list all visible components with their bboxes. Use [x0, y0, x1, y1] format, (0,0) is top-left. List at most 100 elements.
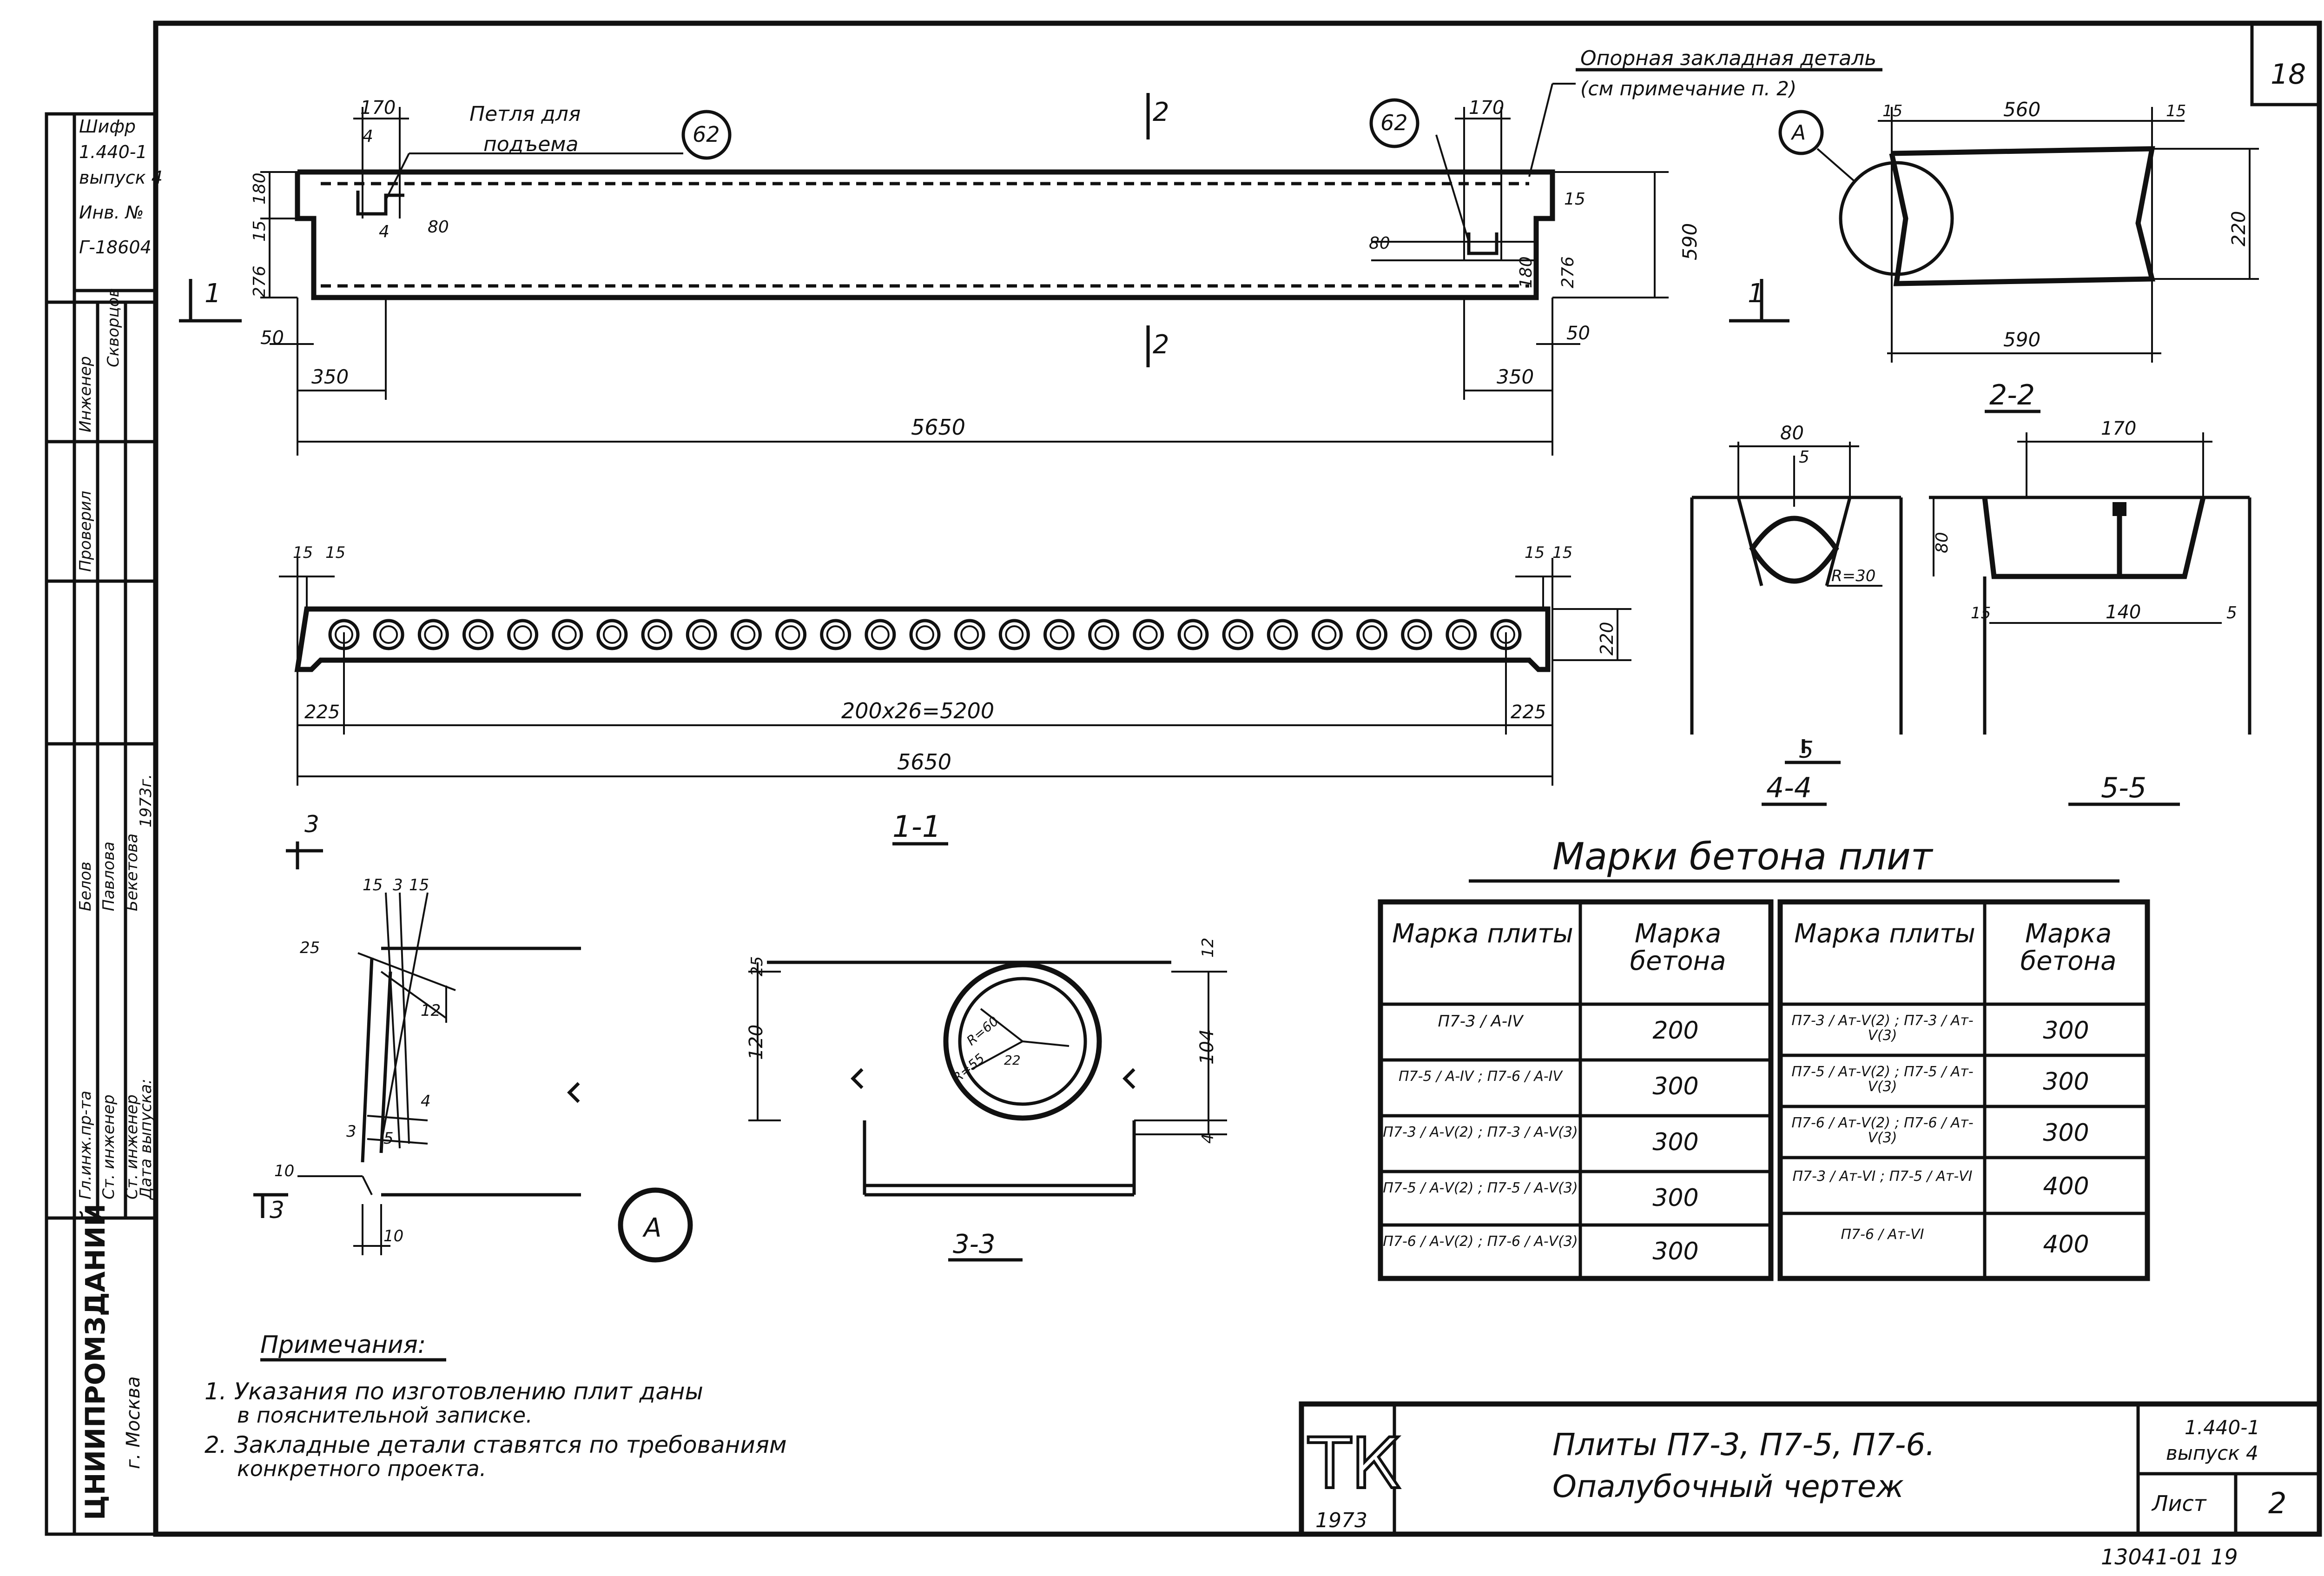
detail-dim-3: 3: [393, 876, 403, 894]
left-slab-1: П7-5 / А-IV ; П7-6 / А-IV: [1398, 1068, 1563, 1085]
dim-15-a: 15: [293, 543, 313, 562]
section-3-3: 25 12 120 104 4 R=60 R=55 22 3-3: [746, 938, 1227, 1262]
void-hole: [1222, 619, 1254, 650]
dim-80-left: 80: [428, 218, 449, 237]
dim-350-left: 350: [311, 365, 349, 388]
void-hole-inner: [1005, 625, 1024, 644]
void-hole: [998, 619, 1030, 650]
void-hole: [1356, 619, 1388, 650]
void-hole: [1267, 619, 1298, 650]
void-hole: [417, 619, 449, 650]
title-series: 1.440-1: [2185, 1416, 2260, 1439]
dim-5-4-4: 5: [1799, 448, 1809, 467]
void-hole: [1177, 619, 1209, 650]
dim-180-left: 180: [250, 172, 269, 205]
right-slab-2: П7-6 / Ат-V(2) ; П7-6 / Ат-V(3): [1791, 1115, 1974, 1146]
void-hole-inner: [1228, 625, 1248, 644]
section-mark-1-right: 1: [1748, 278, 1764, 309]
table-title: Марки бетона плит: [1552, 835, 1934, 878]
void-hole-inner: [692, 625, 711, 644]
void-hole-inner: [1139, 625, 1158, 644]
left-slab-4: П7-6 / А-V(2) ; П7-6 / А-V(3): [1383, 1233, 1578, 1250]
void-hole: [775, 619, 807, 650]
sidebar-inventory-no: Г-18604: [79, 237, 152, 258]
sheet-no: 2: [2268, 1486, 2286, 1520]
detail-a: 15 3 15 25 12 4 3 5 10 10 А 3 3: [253, 811, 693, 1263]
void-hole: [596, 619, 628, 650]
detail-callout-a: А: [642, 1213, 661, 1243]
loop-bubble-right: 62: [1380, 110, 1408, 135]
dim-15-c: 15: [1525, 543, 1545, 562]
void-hole-inner: [1050, 625, 1069, 644]
dim-220-1-1: 220: [1597, 622, 1617, 656]
dim-15-right: 15: [1564, 190, 1585, 209]
void-hole: [373, 619, 404, 650]
slab-elevation: 62 62 Петля для подъема Опорная закладна…: [179, 46, 1882, 456]
dim-hole-spacing: 200x26=5200: [841, 698, 994, 723]
void-hole: [1446, 619, 1477, 650]
note-1a: 1. Указания по изготовлению плит даны: [205, 1378, 703, 1405]
stamp-year: 1973: [1315, 1509, 1367, 1532]
left-slab-2: П7-3 / А-V(2) ; П7-3 / А-V(3): [1383, 1124, 1578, 1140]
void-hole-inner: [424, 625, 443, 644]
sidebar-name-1: Павлова: [99, 841, 118, 911]
sheet-label: Лист: [2151, 1491, 2207, 1516]
dim-5650-1-1: 5650: [897, 749, 951, 775]
void-hole-inner: [1318, 625, 1337, 644]
right-slab-3: П7-3 / Ат-VI ; П7-5 / Ат-VI: [1792, 1168, 1973, 1185]
dim-120-3-3: 120: [746, 1025, 767, 1060]
void-hole: [507, 619, 539, 650]
dim-5-5-5: 5: [2226, 603, 2237, 622]
note-2a: 2. Закладные детали ставятся по требован…: [205, 1431, 787, 1458]
dim-590-2-2: 590: [2003, 328, 2040, 351]
dim-180-right: 180: [1517, 256, 1536, 288]
note-1b: в пояснительной записке.: [237, 1403, 533, 1428]
sidebar-city: г. Москва: [123, 1376, 144, 1469]
dim-225-left: 225: [304, 702, 340, 723]
dim-350-right: 350: [1497, 365, 1534, 388]
right-grade-4: 400: [2043, 1231, 2089, 1258]
void-hole: [1088, 619, 1120, 650]
sidebar-role-1: Ст. инженер: [99, 1094, 118, 1199]
section-title-1-1: 1-1: [892, 810, 941, 844]
void-hole: [328, 619, 360, 650]
void-hole: [865, 619, 896, 650]
callout-a-2-2: А: [1790, 121, 1806, 145]
dim-80-5-5: 80: [1933, 532, 1952, 553]
dim-225-right: 225: [1511, 702, 1546, 723]
dim-15-2-2-left: 15: [1882, 102, 1902, 120]
right-grade-3: 400: [2043, 1172, 2089, 1200]
archive-no: 13041-01 19: [2101, 1544, 2238, 1569]
detail-dim-15-b: 15: [409, 876, 429, 894]
void-hole: [1311, 619, 1343, 650]
void-hole-inner: [1362, 625, 1381, 644]
support-label-2: (см примечание п. 2): [1580, 77, 1796, 100]
loop-label-1: Петля для: [469, 102, 581, 126]
void-hole-inner: [826, 625, 845, 644]
section-5-5: 170 80 15 140 5 5-5: [1929, 418, 2251, 806]
dim-80-right: 80: [1369, 234, 1390, 253]
table-header-slab-left: Марка плиты: [1392, 919, 1573, 949]
void-hole-inner: [513, 625, 532, 644]
void-hole-inner: [469, 625, 488, 644]
table-header-slab-right: Марка плиты: [1794, 919, 1975, 949]
detail-dim-10b: 10: [383, 1227, 403, 1245]
title-line-1: Плиты П7-3, П7-5, П7-6.: [1552, 1427, 1935, 1463]
table-header-grade-right: Марка бетона: [2020, 919, 2117, 976]
left-grade-0: 200: [1652, 1017, 1699, 1045]
detail-dim-3b: 3: [346, 1122, 357, 1141]
void-hole: [1490, 619, 1522, 650]
right-grade-2: 300: [2043, 1119, 2089, 1147]
void-hole-inner: [871, 625, 890, 644]
void-hole: [909, 619, 941, 650]
dim-15-left: 15: [250, 220, 269, 242]
dim-170-left: 170: [360, 97, 396, 119]
section-title-3-3: 3-3: [953, 1229, 995, 1259]
dim-50-left: 50: [260, 327, 284, 349]
radius-55: R=55: [950, 1051, 987, 1086]
sidebar-name-2: Бекетова: [123, 834, 141, 911]
sidebar-name-0: Белов: [76, 861, 95, 911]
void-hole-inner: [602, 625, 621, 644]
sidebar-role-0: Гл.инж.пр-та: [76, 1091, 95, 1199]
left-grade-4: 300: [1652, 1238, 1699, 1265]
